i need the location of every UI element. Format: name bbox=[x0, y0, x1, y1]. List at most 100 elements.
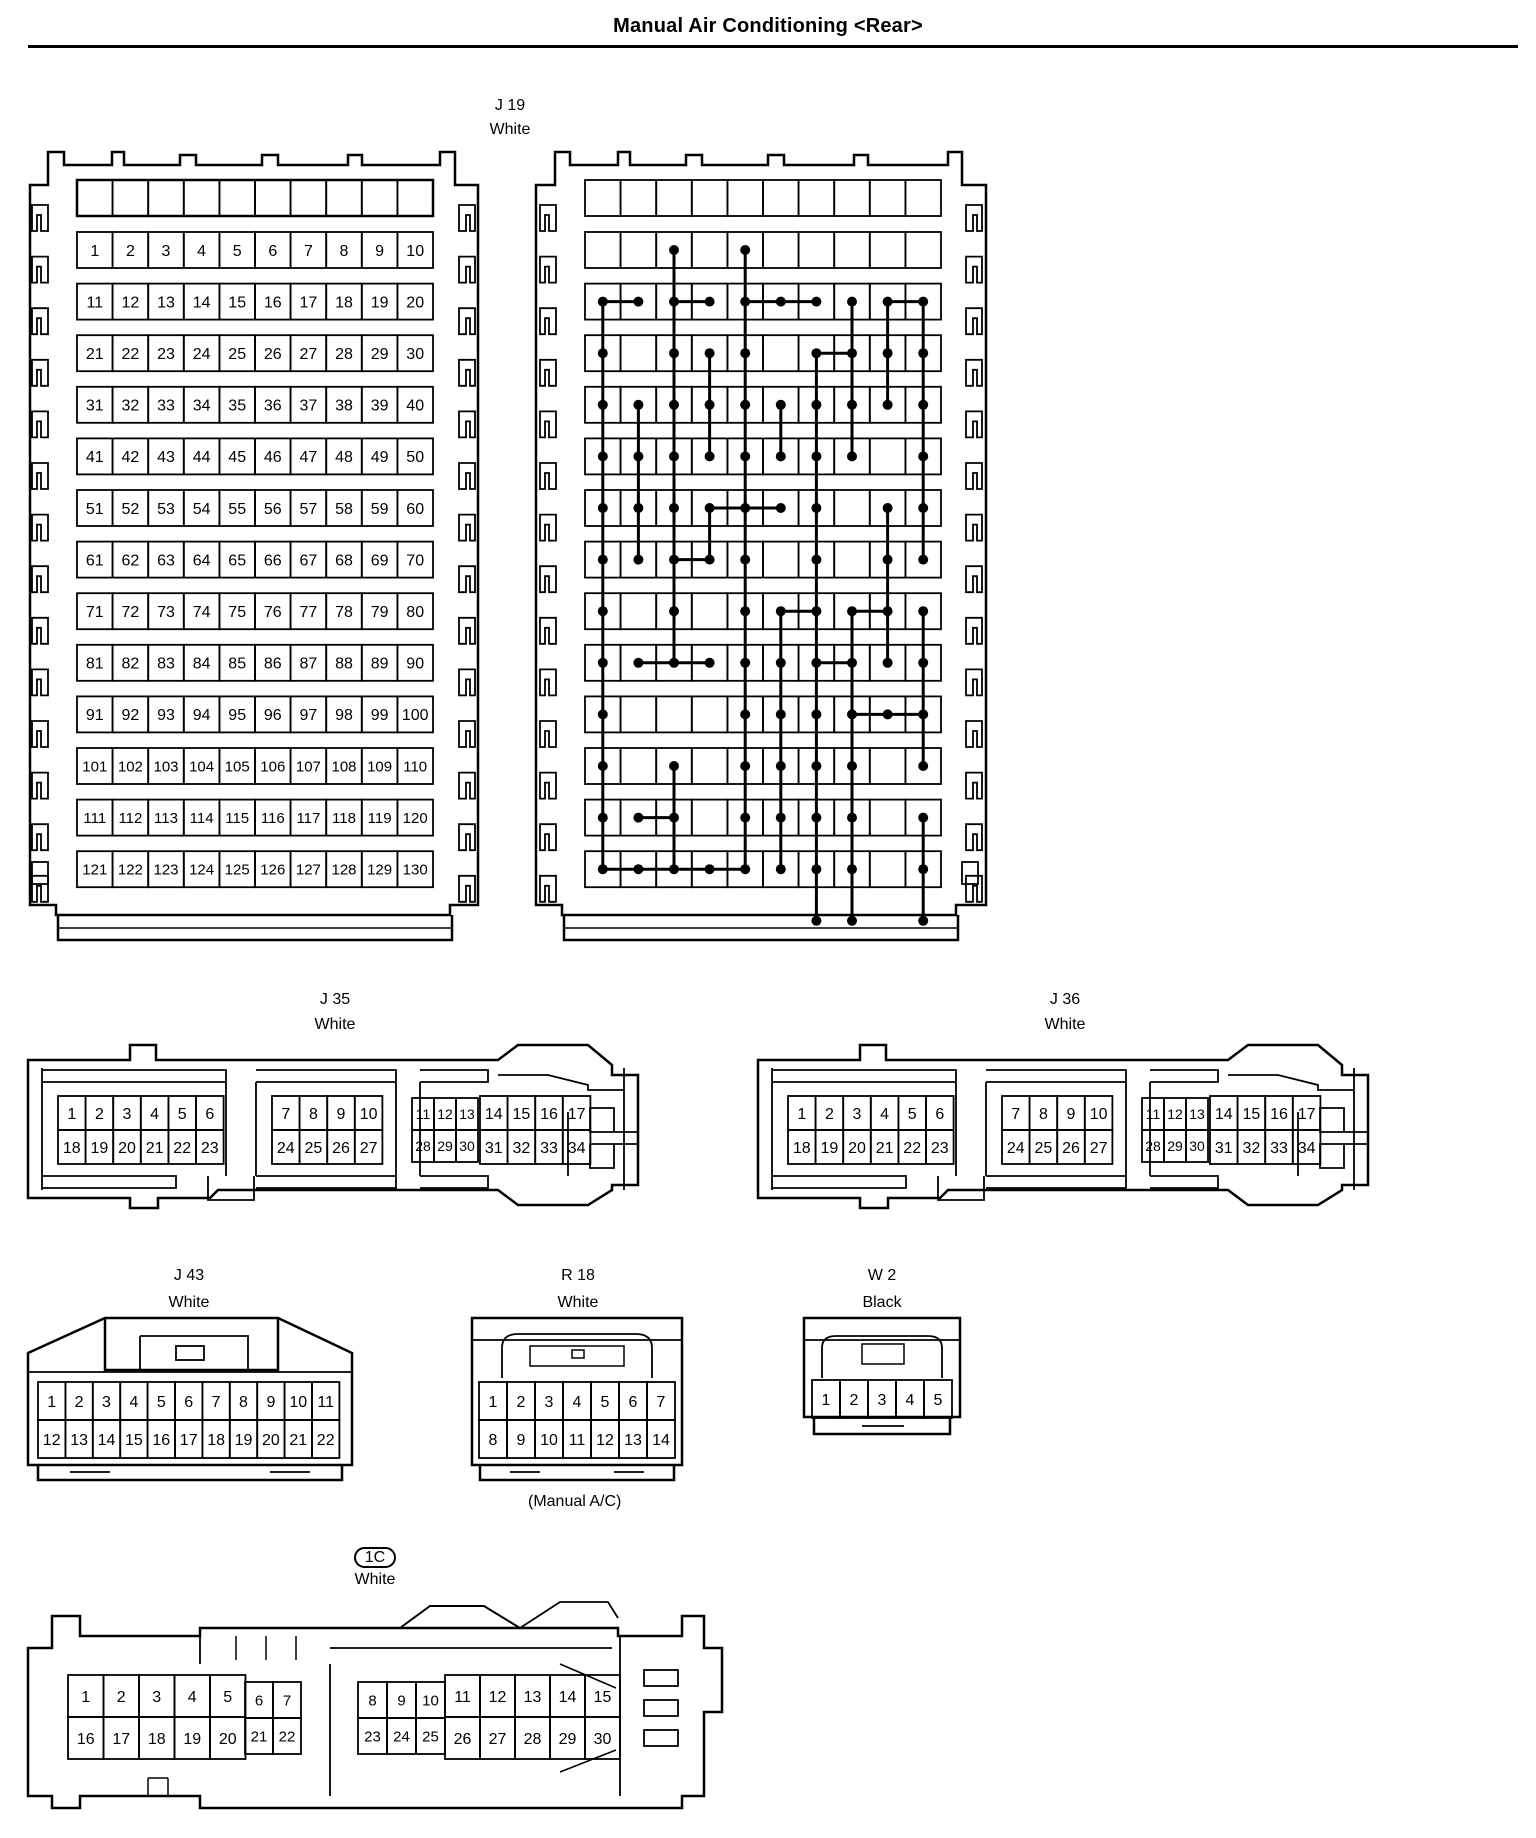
j19-wire-cell bbox=[762, 540, 800, 579]
j36-pin-20: 20 bbox=[842, 1129, 872, 1165]
j19-wire-cell bbox=[690, 592, 729, 631]
latch-clip bbox=[31, 410, 49, 439]
r18-pin-4: 4 bbox=[562, 1381, 592, 1421]
j19-pin-77: 77 bbox=[289, 592, 328, 631]
wire-junction-dot bbox=[918, 915, 929, 926]
j36-pin-34: 34 bbox=[1291, 1129, 1322, 1165]
svg-text:17: 17 bbox=[568, 1106, 586, 1123]
svg-text:40: 40 bbox=[406, 398, 424, 415]
c1-pin-18: 18 bbox=[138, 1716, 176, 1760]
svg-text:85: 85 bbox=[228, 656, 246, 673]
svg-text:53: 53 bbox=[157, 501, 175, 518]
wire-junction-dot bbox=[633, 503, 644, 513]
j19-pin-41: 41 bbox=[76, 437, 114, 476]
j36-pin-8: 8 bbox=[1028, 1095, 1059, 1131]
svg-text:3: 3 bbox=[102, 1394, 111, 1411]
svg-text:8: 8 bbox=[489, 1432, 498, 1449]
j19-pin-25: 25 bbox=[218, 334, 256, 373]
j19-wire-cell bbox=[904, 179, 942, 217]
wire-junction-dot bbox=[918, 399, 929, 410]
j19-pin-34: 34 bbox=[182, 385, 221, 424]
j19-pin-13: 13 bbox=[147, 282, 185, 321]
wire-junction-dot bbox=[918, 761, 929, 771]
svg-text:20: 20 bbox=[262, 1432, 280, 1449]
j19-wire-cell bbox=[868, 179, 907, 217]
wire-junction-dot bbox=[740, 554, 751, 565]
j19-pin-97: 97 bbox=[289, 695, 328, 734]
j19-pin-23: 23 bbox=[147, 334, 185, 373]
j19-pin-71: 71 bbox=[76, 592, 114, 631]
j43-pin-5: 5 bbox=[146, 1381, 176, 1421]
j19-wire-cell bbox=[797, 231, 836, 269]
svg-text:123: 123 bbox=[153, 862, 178, 879]
j19-pin-50: 50 bbox=[396, 437, 434, 476]
svg-text:14: 14 bbox=[652, 1432, 670, 1449]
latch-clip bbox=[539, 204, 557, 232]
svg-text:3: 3 bbox=[853, 1106, 862, 1123]
wire-junction-dot bbox=[918, 296, 929, 307]
svg-text:25: 25 bbox=[228, 346, 246, 363]
latch-clip bbox=[458, 307, 476, 336]
wire-junction-dot bbox=[918, 606, 929, 617]
svg-text:14: 14 bbox=[193, 294, 211, 311]
svg-text:12: 12 bbox=[1167, 1106, 1183, 1122]
j19-wire-cell bbox=[726, 179, 764, 217]
svg-text:20: 20 bbox=[118, 1140, 136, 1157]
j19-pin-35: 35 bbox=[218, 385, 256, 424]
j19-wire-cell bbox=[690, 231, 729, 269]
latch-clip bbox=[458, 823, 476, 852]
svg-text:107: 107 bbox=[296, 758, 321, 775]
svg-text:93: 93 bbox=[157, 707, 175, 724]
j36-pin-6: 6 bbox=[925, 1095, 955, 1131]
wire-junction-dot bbox=[775, 761, 786, 771]
j19-pin-119: 119 bbox=[360, 798, 399, 837]
svg-text:11: 11 bbox=[317, 1394, 334, 1411]
svg-text:60: 60 bbox=[406, 501, 424, 518]
j19-pin-63: 63 bbox=[147, 540, 185, 579]
j19-pin-32: 32 bbox=[111, 385, 150, 424]
latch-clip bbox=[31, 720, 49, 748]
svg-text:4: 4 bbox=[573, 1394, 582, 1411]
j19-pin-26: 26 bbox=[254, 334, 292, 373]
c1-pin-11: 11 bbox=[444, 1674, 481, 1718]
wire-junction-dot bbox=[597, 812, 608, 823]
svg-text:16: 16 bbox=[1270, 1106, 1288, 1123]
wire-junction-dot bbox=[847, 451, 857, 462]
svg-text:8: 8 bbox=[309, 1106, 318, 1123]
svg-text:35: 35 bbox=[228, 398, 246, 415]
latch-clip bbox=[539, 565, 557, 594]
c1-pin-25: 25 bbox=[415, 1717, 446, 1755]
latch-clip bbox=[458, 255, 476, 284]
wire-junction-dot bbox=[704, 554, 715, 565]
j19-pin-15: 15 bbox=[218, 282, 256, 321]
svg-text:23: 23 bbox=[931, 1140, 949, 1157]
c1-code: 1C bbox=[353, 1547, 397, 1568]
j36-pin-11: 11 bbox=[1141, 1097, 1165, 1131]
j43-pin-18: 18 bbox=[201, 1419, 231, 1459]
j35-pin-6: 6 bbox=[195, 1095, 225, 1131]
j19-pin-46: 46 bbox=[254, 437, 292, 476]
svg-text:4: 4 bbox=[188, 1689, 197, 1706]
j19-pin-65: 65 bbox=[218, 540, 256, 579]
j36-pin-22: 22 bbox=[897, 1129, 927, 1165]
wire-junction-dot bbox=[811, 657, 822, 668]
j19-wire-cell bbox=[619, 592, 658, 631]
wire-junction-dot bbox=[918, 864, 929, 875]
w2-code: W 2 bbox=[867, 1267, 897, 1284]
wire-junction-dot bbox=[847, 296, 857, 307]
j43-pin-9: 9 bbox=[256, 1381, 286, 1421]
w2-pin-5: 5 bbox=[923, 1379, 953, 1419]
svg-text:102: 102 bbox=[118, 758, 143, 775]
wire-junction-dot bbox=[669, 503, 679, 513]
latch-clip bbox=[539, 410, 557, 439]
j19-pin-123: 123 bbox=[147, 850, 185, 889]
svg-text:8: 8 bbox=[368, 1692, 376, 1709]
j19-pin-31: 31 bbox=[76, 385, 114, 424]
wire-junction-dot bbox=[740, 812, 751, 823]
j35-pin-8: 8 bbox=[298, 1095, 329, 1131]
r18-color: White bbox=[557, 1294, 599, 1311]
svg-text:89: 89 bbox=[371, 656, 389, 673]
j43-pin-4: 4 bbox=[119, 1381, 149, 1421]
wire-junction-dot bbox=[811, 451, 822, 462]
wire-junction-dot bbox=[597, 606, 608, 617]
